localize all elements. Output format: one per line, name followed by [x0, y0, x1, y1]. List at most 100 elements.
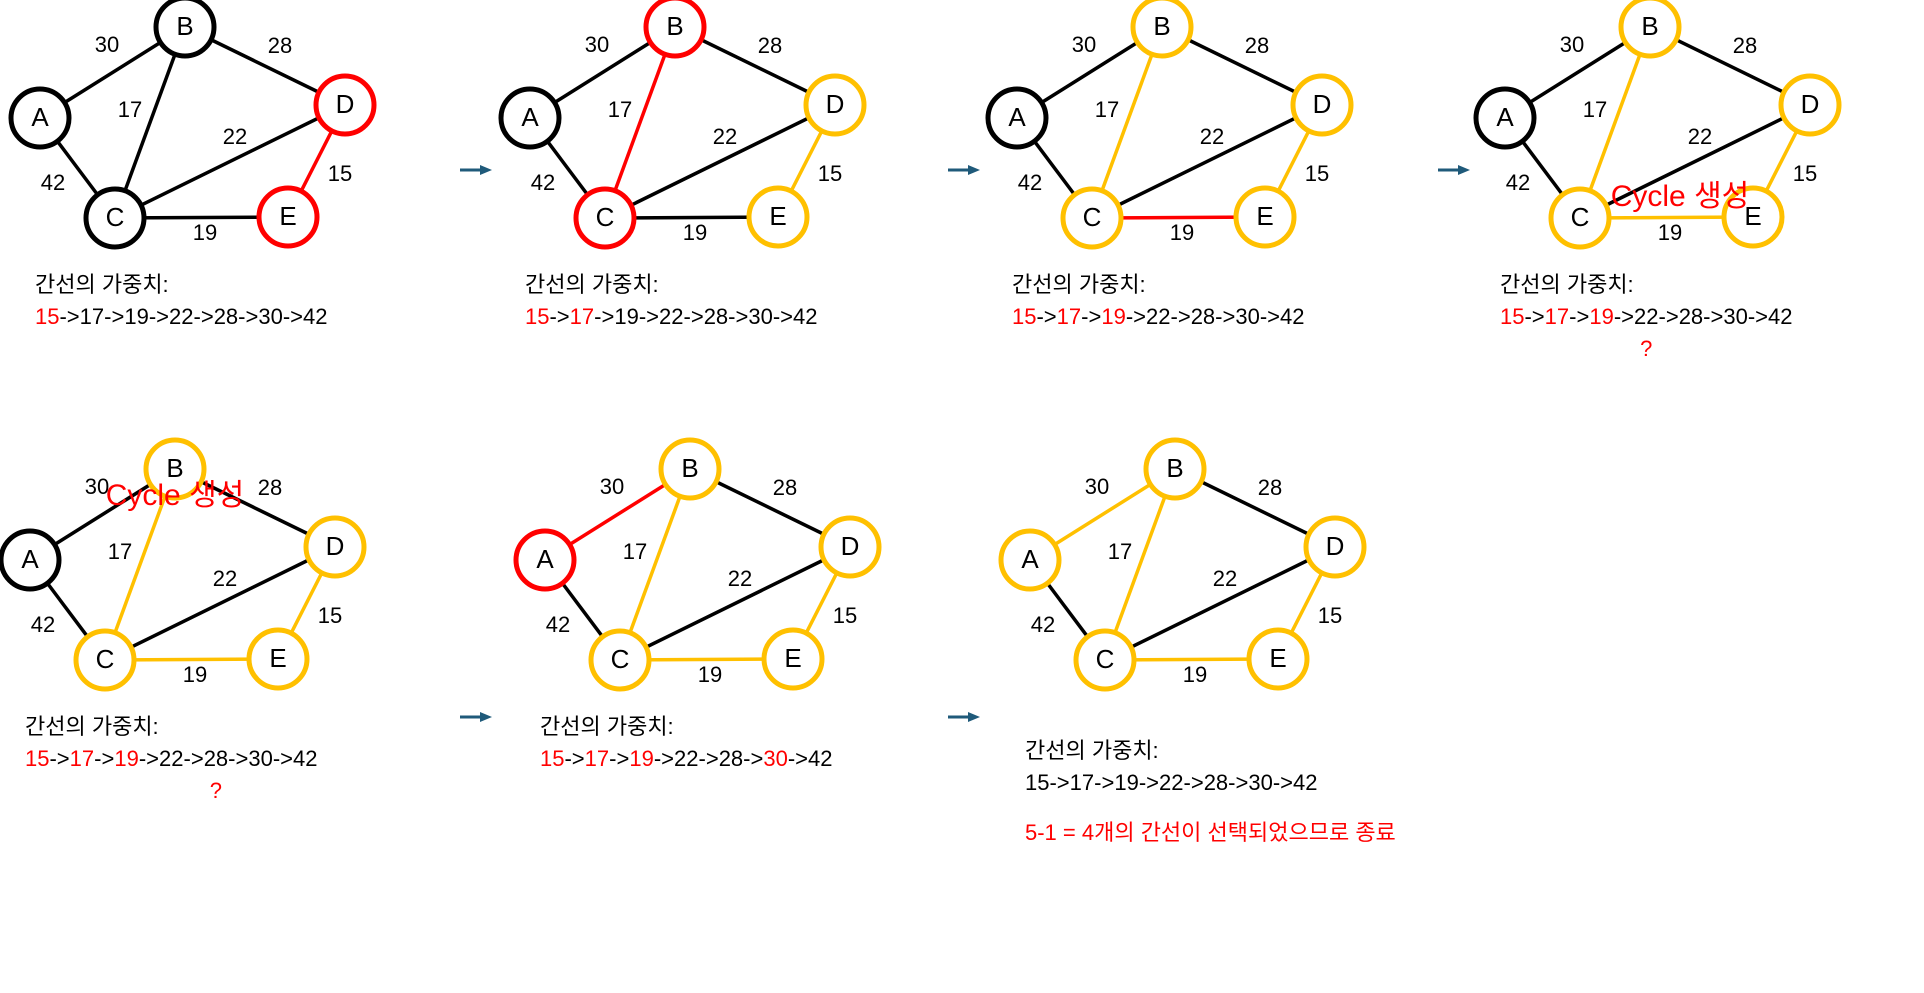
node-a: A: [985, 86, 1049, 150]
sequence-weight: 30: [763, 746, 787, 771]
sequence-weight: 19: [1589, 304, 1613, 329]
arrow-head: [968, 712, 980, 722]
node-circle: [73, 628, 137, 692]
edge-cd: [1091, 103, 1323, 220]
edge-weight-label: 19: [1170, 220, 1194, 245]
node-c: C: [1548, 186, 1612, 250]
node-label: D: [841, 531, 860, 561]
node-label: C: [611, 644, 630, 674]
sequence-separator: ->: [1215, 304, 1235, 329]
sequence-weight: 17: [70, 746, 94, 771]
sequence-separator: ->: [1748, 304, 1768, 329]
sequence-separator: ->: [1524, 304, 1544, 329]
sequence-weight: 15: [25, 746, 49, 771]
edge-weight-label: 15: [318, 603, 342, 628]
edge-weight-label: 22: [713, 124, 737, 149]
sequence-separator: ->: [104, 304, 124, 329]
edge-weight-label: 42: [546, 612, 570, 637]
node-label: C: [1571, 202, 1590, 232]
edge-weight-label: 42: [1506, 170, 1530, 195]
node-b: B: [1618, 0, 1682, 59]
node-c: C: [1073, 628, 1137, 692]
question-mark: ?: [1640, 336, 1652, 361]
sequence-separator: ->: [1228, 770, 1248, 795]
sequence-weight: 15: [525, 304, 549, 329]
node-circle: [513, 528, 577, 592]
edge-weight-label: 19: [193, 220, 217, 245]
edge-cd: [604, 103, 836, 220]
sequence-weight: 17: [585, 746, 609, 771]
sequence-separator: ->: [1569, 304, 1589, 329]
edge-weight-label: 19: [1183, 662, 1207, 687]
sequence-separator: ->: [283, 304, 303, 329]
edge-weight-label: 28: [773, 475, 797, 500]
node-circle: [1721, 185, 1785, 249]
edge-weight-label: 28: [268, 33, 292, 58]
node-circle: [573, 186, 637, 250]
sequence-weight: 42: [293, 746, 317, 771]
sequence-weight: 28: [1204, 770, 1228, 795]
sequence-weight: 22: [1634, 304, 1658, 329]
edge-weight-label: 42: [1018, 170, 1042, 195]
node-circle: [643, 0, 707, 59]
node-e: E: [246, 627, 310, 691]
edge-weight-label: 30: [1560, 32, 1584, 57]
sequence-weight: 22: [659, 304, 683, 329]
sequence-separator: ->: [684, 304, 704, 329]
node-circle: [1473, 86, 1537, 150]
sequence-separator: ->: [549, 304, 569, 329]
sequence-weight: 22: [674, 746, 698, 771]
sequence-separator: ->: [654, 746, 674, 771]
node-circle: [1143, 437, 1207, 501]
node-label: C: [596, 202, 615, 232]
sequence-separator: ->: [139, 746, 159, 771]
edge-weight-label: 17: [623, 539, 647, 564]
sequence-weight: 15: [1500, 304, 1524, 329]
weight-sequence: 15->17->19->22->28->30->42: [1025, 770, 1318, 795]
sequence-separator: ->: [564, 746, 584, 771]
edge-cd: [114, 103, 346, 220]
sequence-separator: ->: [1273, 770, 1293, 795]
sequence-weight: 17: [1057, 304, 1081, 329]
sequence-weight: 30: [1723, 304, 1747, 329]
edge-weight-label: 30: [95, 32, 119, 57]
edge-weight-label: 19: [698, 662, 722, 687]
node-circle: [1290, 73, 1354, 137]
sequence-separator: ->: [639, 304, 659, 329]
node-e: E: [256, 185, 320, 249]
node-label: D: [826, 89, 845, 119]
edge-weight-label: 17: [118, 97, 142, 122]
sequence-separator: ->: [1184, 770, 1204, 795]
node-circle: [1073, 628, 1137, 692]
edge-weight-label: 22: [1213, 566, 1237, 591]
node-label: A: [31, 102, 49, 132]
node-label: B: [1153, 11, 1170, 41]
weight-sequence: 15->17->19->22->28->30->42: [540, 746, 833, 771]
node-circle: [313, 73, 377, 137]
caption-title: 간선의 가중치:: [540, 714, 674, 739]
sequence-weight: 28: [1191, 304, 1215, 329]
node-label: E: [1269, 643, 1286, 673]
edge-bc: [603, 26, 677, 219]
node-circle: [658, 437, 722, 501]
node-label: E: [784, 643, 801, 673]
arrow-icon: [460, 712, 492, 722]
node-e: E: [1246, 627, 1310, 691]
edge-cd: [1104, 545, 1336, 662]
node-circle: [1246, 627, 1310, 691]
node-c: C: [588, 628, 652, 692]
node-circle: [588, 628, 652, 692]
edge-weight-label: 15: [1793, 161, 1817, 186]
node-circle: [746, 185, 810, 249]
node-circle: [143, 437, 207, 501]
sequence-weight: 22: [1146, 304, 1170, 329]
edge-weight-label: 30: [1072, 32, 1096, 57]
sequence-separator: ->: [1703, 304, 1723, 329]
caption-title: 간선의 가중치:: [25, 714, 159, 739]
node-label: A: [521, 102, 539, 132]
